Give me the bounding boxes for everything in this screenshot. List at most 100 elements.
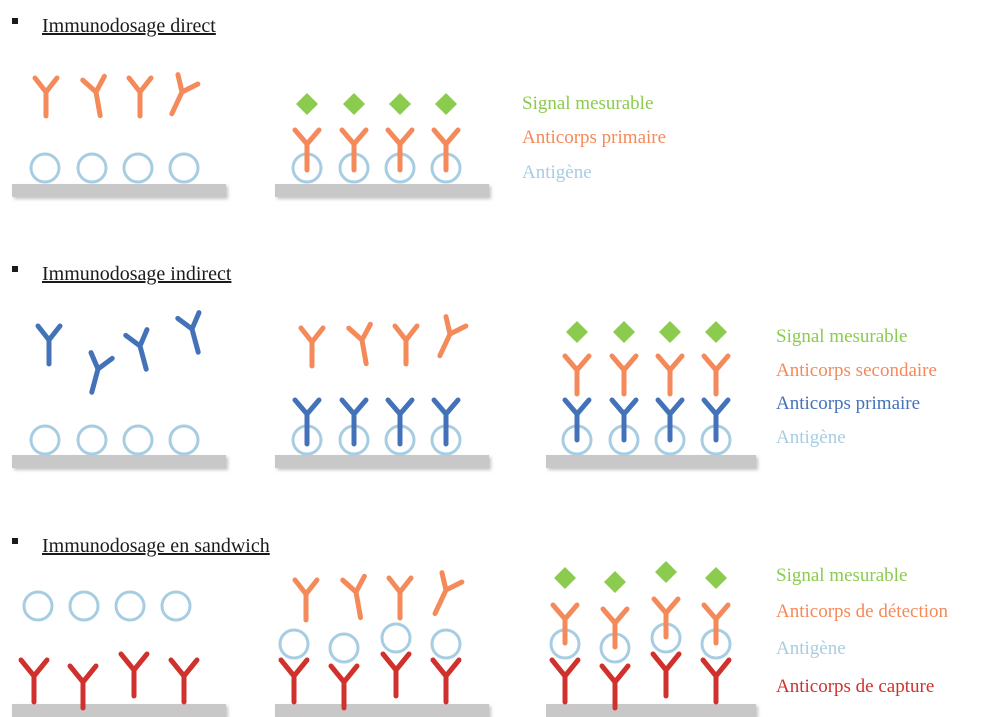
antigens <box>549 622 732 664</box>
section-heading: Immunodosage direct <box>42 15 216 37</box>
antigen <box>29 152 61 184</box>
antigens <box>29 424 200 456</box>
legend-item: Signal mesurable <box>776 565 907 586</box>
panel-capture <box>12 590 226 717</box>
section-direct: Immunodosage direct <box>12 15 666 197</box>
antigen <box>114 590 146 622</box>
signal-marker <box>435 93 457 115</box>
antibody <box>35 323 63 367</box>
antigen <box>278 628 310 660</box>
antibody <box>599 663 631 711</box>
panel-bound <box>546 321 756 468</box>
primary-antibodies <box>32 72 201 119</box>
antibody <box>339 397 369 447</box>
antibody <box>67 663 99 711</box>
panel-bound <box>546 561 756 717</box>
bullet-icon <box>12 538 18 544</box>
section-heading: Immunodosage indirect <box>42 263 232 285</box>
detection-antibodies <box>550 596 731 650</box>
antibody <box>32 75 60 119</box>
detection-antibodies <box>292 570 465 623</box>
signal-marker <box>613 321 635 343</box>
antibody <box>386 575 414 621</box>
signals <box>566 321 727 343</box>
signal-marker <box>389 93 411 115</box>
antibody <box>655 397 685 443</box>
antibody <box>651 596 681 640</box>
antibody <box>118 651 150 699</box>
secondary-antibodies <box>298 314 469 369</box>
antigen <box>160 590 192 622</box>
legend-item: Antigène <box>522 162 592 183</box>
legend-item: Antigène <box>776 427 846 448</box>
antigen <box>380 622 412 654</box>
antibody <box>80 73 107 119</box>
antibody <box>431 397 461 447</box>
antigen <box>22 590 54 622</box>
antibody <box>392 323 420 367</box>
antigens <box>29 152 200 184</box>
antibody <box>432 570 465 617</box>
antigens <box>22 590 192 622</box>
antigen <box>29 424 61 456</box>
legend-item: Anticorps primaire <box>776 393 920 414</box>
antigens <box>278 622 462 664</box>
primary-antibodies <box>292 397 461 447</box>
signal-marker <box>296 93 318 115</box>
antibody <box>550 602 580 646</box>
plate <box>546 704 756 717</box>
antibody <box>562 397 592 443</box>
antigen <box>76 424 108 456</box>
primary-antibodies <box>292 127 461 173</box>
primary-antibodies <box>35 310 202 395</box>
antibody <box>437 314 469 359</box>
capture-antibodies <box>549 651 732 711</box>
antigen <box>76 152 108 184</box>
antibody <box>328 663 360 711</box>
antibody <box>123 327 150 372</box>
plate <box>546 455 756 468</box>
panel-antigen-captured <box>275 570 489 717</box>
antigens <box>291 152 462 184</box>
plate <box>12 704 226 717</box>
legend: Signal mesurable Anticorps de détection … <box>776 565 949 697</box>
legend-item: Anticorps primaire <box>522 127 666 148</box>
primary-antibodies <box>562 397 731 443</box>
antibody <box>700 657 732 705</box>
plate <box>275 704 489 717</box>
antibody <box>380 651 412 699</box>
legend-item: Antigène <box>776 638 846 659</box>
antibody <box>339 127 369 173</box>
signal-marker <box>705 321 727 343</box>
antibody <box>431 127 461 173</box>
antigens <box>561 424 732 456</box>
section-indirect: Immunodosage indirect <box>12 263 937 468</box>
panel-primary-bound <box>275 314 489 468</box>
legend-item: Signal mesurable <box>776 326 907 347</box>
signal-marker <box>655 561 677 583</box>
capture-antibodies <box>278 651 462 711</box>
signals <box>554 561 727 593</box>
antibody <box>88 350 115 395</box>
antibody <box>385 127 415 173</box>
antigen <box>328 632 360 664</box>
antibody <box>701 602 731 646</box>
antibody <box>278 657 310 705</box>
antibody <box>650 651 682 699</box>
antibody <box>346 321 373 367</box>
antibody <box>701 353 731 397</box>
secondary-antibodies <box>562 353 731 397</box>
antibody <box>298 325 326 369</box>
plate <box>12 184 226 197</box>
signal-marker <box>566 321 588 343</box>
antibody <box>701 397 731 443</box>
signal-marker <box>604 571 626 593</box>
legend-item: Anticorps secondaire <box>776 360 937 381</box>
antigen <box>168 424 200 456</box>
plate <box>275 184 489 197</box>
antibody <box>292 127 322 173</box>
signals <box>296 93 457 115</box>
antibody <box>609 353 639 397</box>
antibody <box>549 657 581 705</box>
